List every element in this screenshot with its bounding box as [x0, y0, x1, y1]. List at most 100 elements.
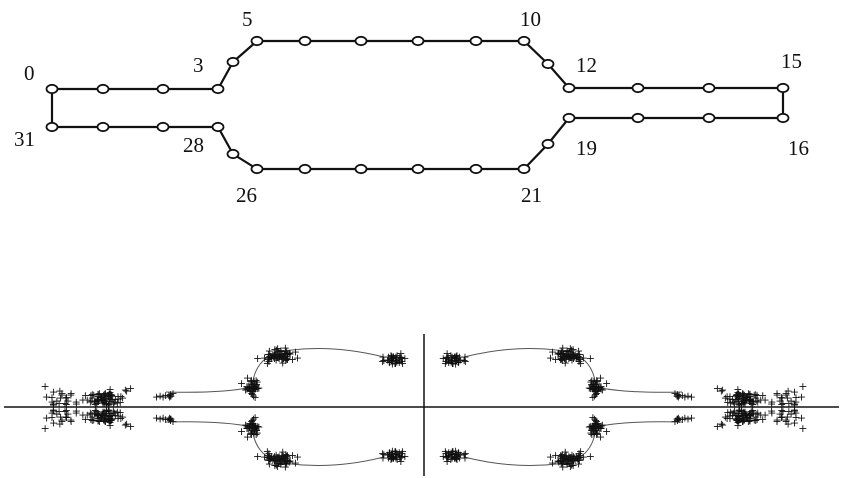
- plus-marker: +: [731, 390, 740, 403]
- plus-marker: +: [733, 407, 742, 420]
- plus-marker: +: [444, 448, 453, 461]
- plus-marker: +: [107, 393, 116, 406]
- plus-marker: +: [247, 415, 256, 428]
- plus-marker: +: [92, 396, 101, 409]
- plus-marker: +: [86, 395, 95, 408]
- plus-marker: +: [91, 404, 100, 417]
- plus-marker: +: [746, 393, 755, 406]
- plus-marker: +: [560, 351, 569, 364]
- plus-marker: +: [266, 350, 275, 363]
- plus-marker: +: [452, 451, 461, 464]
- plus-marker: +: [278, 453, 287, 466]
- plus-marker: +: [587, 424, 596, 437]
- plus-marker: +: [168, 415, 177, 428]
- plus-marker: +: [166, 413, 175, 426]
- plus-marker: +: [248, 417, 257, 430]
- node-label-28: 28: [183, 133, 204, 157]
- plus-marker: +: [678, 413, 687, 426]
- plus-marker: +: [385, 447, 394, 460]
- plus-marker: +: [790, 404, 799, 417]
- plus-marker: +: [782, 414, 791, 427]
- plus-marker: +: [738, 393, 747, 406]
- plus-marker: +: [777, 398, 786, 411]
- node-7: [354, 35, 368, 47]
- plus-marker: +: [282, 450, 291, 463]
- node-3: [211, 83, 225, 95]
- plus-marker: +: [388, 451, 397, 464]
- plus-marker: +: [66, 389, 75, 402]
- plus-marker: +: [591, 414, 600, 427]
- plus-marker: +: [101, 387, 110, 400]
- plus-marker: +: [451, 352, 460, 365]
- plus-marker: +: [267, 352, 276, 365]
- plus-marker: +: [378, 451, 387, 464]
- plus-marker: +: [385, 356, 394, 369]
- plus-marker: +: [736, 389, 745, 402]
- plus-marker: +: [588, 419, 597, 432]
- plus-marker: +: [97, 407, 106, 420]
- plus-marker: +: [100, 388, 109, 401]
- plus-marker: +: [275, 352, 284, 365]
- plus-marker: +: [739, 406, 748, 419]
- plus-marker: +: [49, 397, 58, 410]
- plus-marker: +: [444, 451, 453, 464]
- plus-marker: +: [57, 414, 66, 427]
- plus-marker: +: [784, 405, 793, 418]
- node-2: [156, 83, 170, 95]
- plus-marker: +: [52, 394, 61, 407]
- plus-marker: +: [249, 412, 258, 425]
- plus-marker: +: [270, 459, 279, 472]
- plus-marker: +: [277, 449, 286, 462]
- plus-marker: +: [62, 411, 71, 424]
- plus-marker: +: [575, 348, 584, 361]
- plus-marker: +: [397, 447, 406, 460]
- plus-marker: +: [733, 386, 742, 399]
- plus-marker: +: [246, 384, 255, 397]
- plus-marker: +: [152, 390, 161, 403]
- plus-marker: +: [777, 404, 786, 417]
- plus-marker: +: [395, 352, 404, 365]
- plus-marker: +: [456, 449, 465, 462]
- plus-marker: +: [670, 387, 679, 400]
- plus-marker: +: [277, 350, 286, 363]
- plus-marker: +: [750, 388, 759, 401]
- plus-marker: +: [250, 382, 259, 395]
- plus-marker: +: [105, 391, 114, 404]
- plus-marker: +: [745, 395, 754, 408]
- plus-marker: +: [732, 414, 741, 427]
- plus-marker: +: [455, 350, 464, 363]
- plus-marker: +: [251, 382, 260, 395]
- plus-marker: +: [94, 393, 103, 406]
- plus-marker: +: [105, 386, 114, 399]
- plus-marker: +: [253, 382, 262, 395]
- plus-marker: +: [567, 351, 576, 364]
- plus-marker: +: [279, 349, 288, 362]
- plus-marker: +: [72, 404, 81, 417]
- plus-marker: +: [387, 350, 396, 363]
- plus-marker: +: [562, 458, 571, 471]
- plus-marker: +: [558, 345, 567, 358]
- plus-marker: +: [675, 413, 684, 426]
- plus-marker: +: [734, 405, 743, 418]
- node-10: [517, 35, 531, 47]
- plus-marker: +: [267, 450, 276, 463]
- plus-marker: +: [279, 450, 288, 463]
- plus-marker: +: [745, 393, 754, 406]
- plus-marker: +: [456, 353, 465, 366]
- plus-marker: +: [379, 448, 388, 461]
- plus-marker: +: [753, 407, 762, 420]
- plus-marker: +: [66, 387, 75, 400]
- plus-marker: +: [672, 413, 681, 426]
- plus-marker: +: [385, 446, 394, 459]
- plus-marker: +: [107, 393, 116, 406]
- plus-marker: +: [589, 382, 598, 395]
- plus-marker: +: [575, 454, 584, 467]
- plus-marker: +: [733, 392, 742, 405]
- plus-marker: +: [797, 412, 806, 425]
- plus-marker: +: [250, 420, 259, 433]
- plus-marker: +: [563, 348, 572, 361]
- plus-marker: +: [96, 391, 105, 404]
- plus-marker: +: [559, 347, 568, 360]
- plus-marker: +: [88, 388, 97, 401]
- plus-marker: +: [265, 344, 274, 357]
